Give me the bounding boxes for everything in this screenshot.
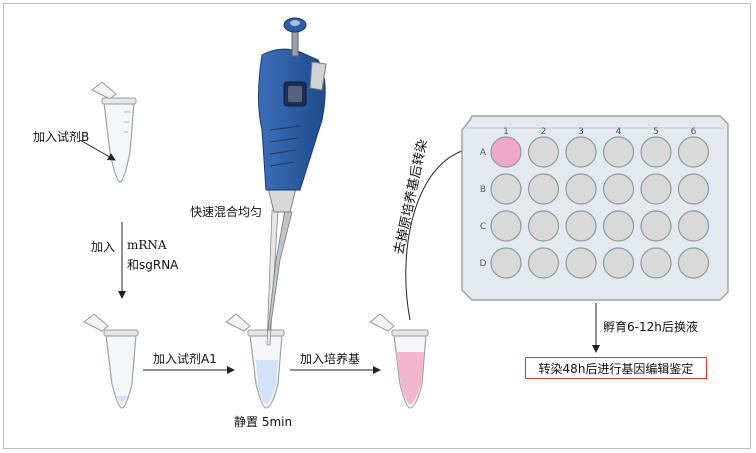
well-a4 <box>602 136 635 168</box>
label-final: 转染48h后进行基因编辑鉴定 <box>538 361 694 376</box>
figure-frame <box>3 3 751 449</box>
plate-column-label: 5 <box>653 127 659 137</box>
well-b4 <box>602 173 635 205</box>
arrow-reagent-b <box>79 139 116 161</box>
pipette <box>258 17 327 346</box>
well-d2 <box>527 247 560 279</box>
plate-row-label: B <box>480 185 486 195</box>
tube-bottom-left <box>83 313 139 409</box>
well-c4 <box>602 210 635 242</box>
well-d6 <box>677 247 710 279</box>
plate-row-label: C <box>480 222 486 232</box>
well-c6 <box>677 210 710 242</box>
tube-middle <box>225 313 285 409</box>
plate-row-label: D <box>480 259 487 269</box>
well-d5 <box>640 247 672 279</box>
well-d1 <box>490 247 522 279</box>
label-add-reagent-a1: 加入试剂A1 <box>153 352 217 366</box>
well-b6 <box>677 173 710 205</box>
plate-row-label: A <box>480 148 487 158</box>
well-a5 <box>640 136 672 168</box>
label-add-medium: 加入培养基 <box>300 352 361 366</box>
well-c1 <box>490 210 522 242</box>
plate-column-label: 1 <box>503 127 509 137</box>
plate-column-label: 3 <box>578 127 584 137</box>
well-grid <box>490 136 710 279</box>
label-mix: 快速混合均匀 <box>190 205 263 219</box>
plate-column-label: 6 <box>691 127 697 137</box>
label-rest: 静置 5min <box>234 415 293 429</box>
plate-labels: 1 2 3 4 5 6A B C D <box>480 127 697 269</box>
label-add-prefix: 加入 <box>91 240 116 254</box>
well-c5 <box>640 210 672 242</box>
well-a1 <box>490 136 522 168</box>
plate-column-label: 2 <box>541 127 547 137</box>
label-sgrna: 和sgRNA <box>127 258 179 272</box>
plate-column-label: 4 <box>616 127 622 137</box>
well-a6 <box>677 136 710 168</box>
well-d4 <box>602 247 635 279</box>
final-step-box: 转染48h后进行基因编辑鉴定 <box>525 357 707 379</box>
well-b3 <box>565 173 597 205</box>
well-d3 <box>565 247 597 279</box>
well-b2 <box>527 173 560 205</box>
well-c3 <box>565 210 597 242</box>
tube-pink <box>369 313 429 409</box>
tube-empty-top <box>91 81 137 183</box>
label-add-reagent-b: 加入试剂B <box>33 130 90 144</box>
well-b5 <box>640 173 672 205</box>
well-c2 <box>527 210 560 242</box>
well-a3 <box>565 136 597 168</box>
label-mrna: mRNA <box>127 238 167 252</box>
well-a2 <box>527 136 560 168</box>
label-incubate: 孵育6-12h后换液 <box>603 320 698 334</box>
well-b1 <box>490 173 522 205</box>
